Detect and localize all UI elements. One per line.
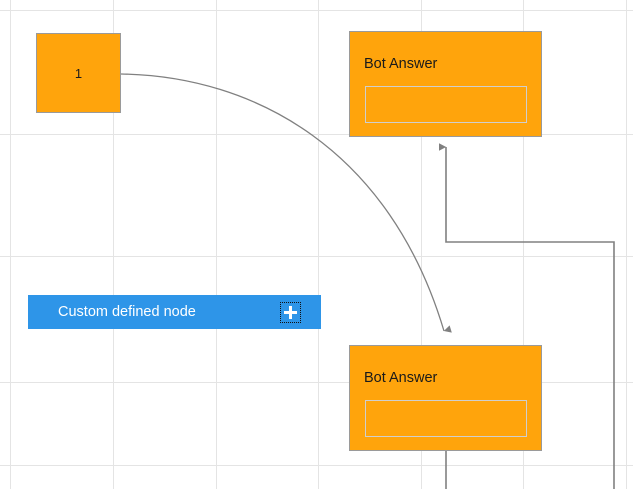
custom-defined-node-label: Custom defined node [58,303,196,320]
grid-line-vertical [10,0,11,489]
node-bot-answer-2-title: Bot Answer [364,370,438,386]
node-bot-answer-2-slot[interactable] [365,400,527,437]
node-1-label: 1 [74,65,83,81]
plus-icon[interactable] [280,301,301,323]
grid-line-vertical [318,0,319,489]
node-bot-answer-1-title: Bot Answer [364,56,438,72]
grid-line-horizontal [0,256,633,257]
node-bot-answer-1[interactable]: Bot Answer [349,31,542,137]
node-bot-answer-1-slot[interactable] [365,86,527,123]
plus-icon-vertical-bar [289,305,292,319]
grid-line-vertical [216,0,217,489]
node-1[interactable]: 1 [36,33,121,113]
grid-line-horizontal [0,10,633,11]
grid-line-horizontal [0,465,633,466]
custom-defined-node-bar[interactable]: Custom defined node [28,295,321,329]
node-bot-answer-2[interactable]: Bot Answer [349,345,542,451]
grid-line-vertical [626,0,627,489]
